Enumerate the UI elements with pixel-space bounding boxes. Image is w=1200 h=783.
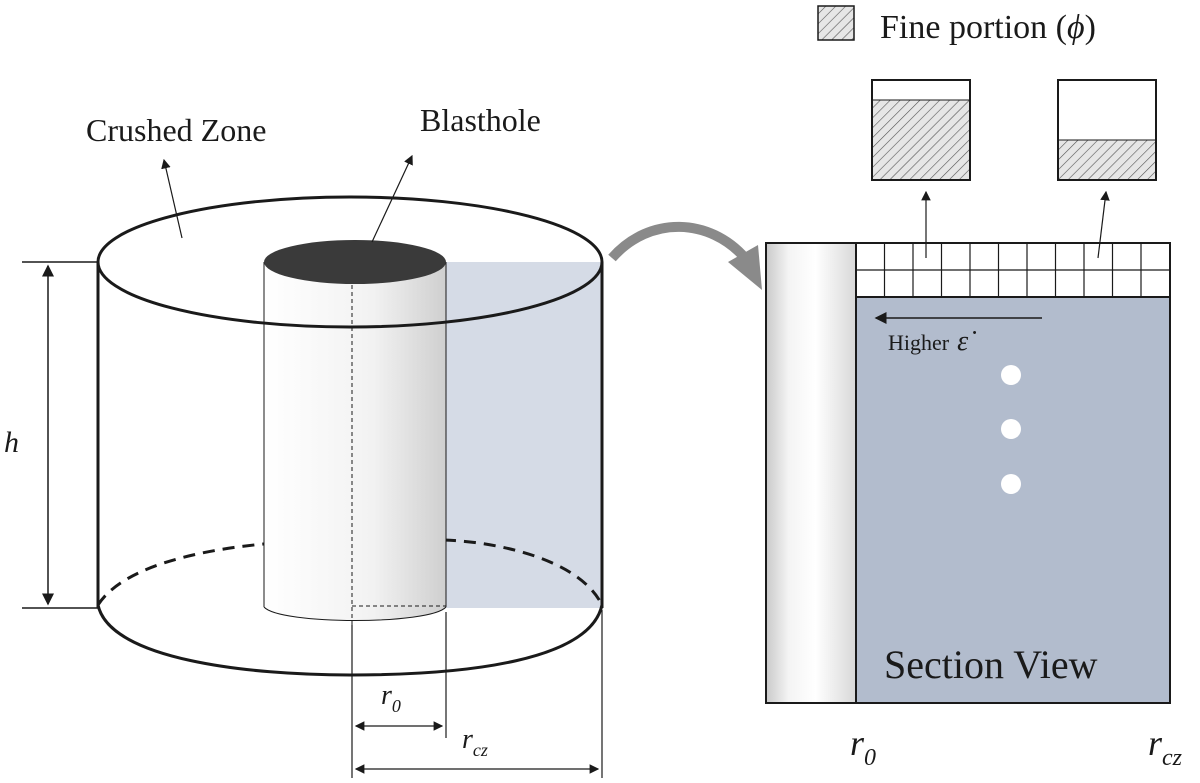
continuation-dot bbox=[1001, 474, 1021, 494]
r0-section-label: r0 bbox=[850, 723, 876, 771]
fine-portion-sample-near-blasthole bbox=[871, 79, 971, 181]
fine-portion-samples bbox=[871, 79, 1157, 259]
continuation-dot bbox=[1001, 365, 1021, 385]
fine-portion-fill bbox=[872, 100, 970, 180]
blasthole-top-dark bbox=[264, 240, 446, 284]
callouts: Crushed Zone Blasthole bbox=[86, 102, 541, 243]
blasthole-cylinder bbox=[263, 240, 447, 625]
section-crushed-area bbox=[855, 296, 1171, 704]
sample-box bbox=[1057, 79, 1157, 181]
fine-portion-fill bbox=[1058, 140, 1156, 180]
blasthole-body bbox=[264, 262, 446, 607]
legend-fine-portion-label: Fine portion (ϕ) bbox=[880, 9, 1096, 46]
section-blasthole-strip bbox=[765, 242, 857, 704]
section-plane bbox=[444, 262, 602, 608]
continuation-dot bbox=[1001, 419, 1021, 439]
section-view-title: Section View bbox=[884, 642, 1098, 687]
rcz-main-label: rcz bbox=[462, 724, 488, 760]
height-label: h bbox=[4, 426, 19, 459]
blasthole-label: Blasthole bbox=[420, 102, 541, 138]
r0-main-label: r0 bbox=[381, 680, 401, 716]
height-dimension: h bbox=[4, 261, 98, 609]
cylinder-bottom-front bbox=[96, 604, 604, 677]
legend-hatch-swatch bbox=[817, 5, 855, 41]
transition-arrow bbox=[608, 221, 762, 290]
legend: Fine portion (ϕ) bbox=[817, 5, 1096, 46]
crushed-zone-label: Crushed Zone bbox=[86, 112, 266, 148]
sample-box bbox=[871, 79, 971, 181]
radius-dimensions: r0 rcz bbox=[351, 610, 603, 778]
rcz-section-label: rcz bbox=[1148, 723, 1183, 771]
section-grid bbox=[855, 242, 1171, 298]
fine-portion-sample-edge bbox=[1057, 79, 1157, 181]
